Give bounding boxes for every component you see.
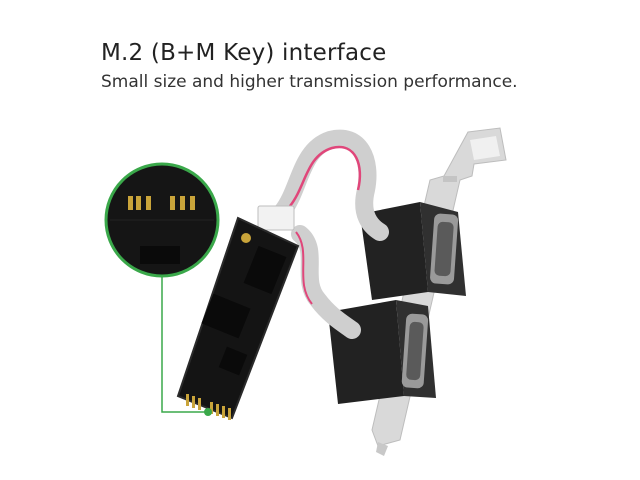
zoom-callout [104, 162, 220, 416]
page-subtitle: Small size and higher transmission perfo… [101, 72, 518, 92]
ribbon-cable [257, 129, 389, 339]
green-leader-line [161, 276, 206, 413]
m2-pcb-card [176, 216, 300, 420]
page-title: M.2 (B+M Key) interface [101, 40, 387, 66]
